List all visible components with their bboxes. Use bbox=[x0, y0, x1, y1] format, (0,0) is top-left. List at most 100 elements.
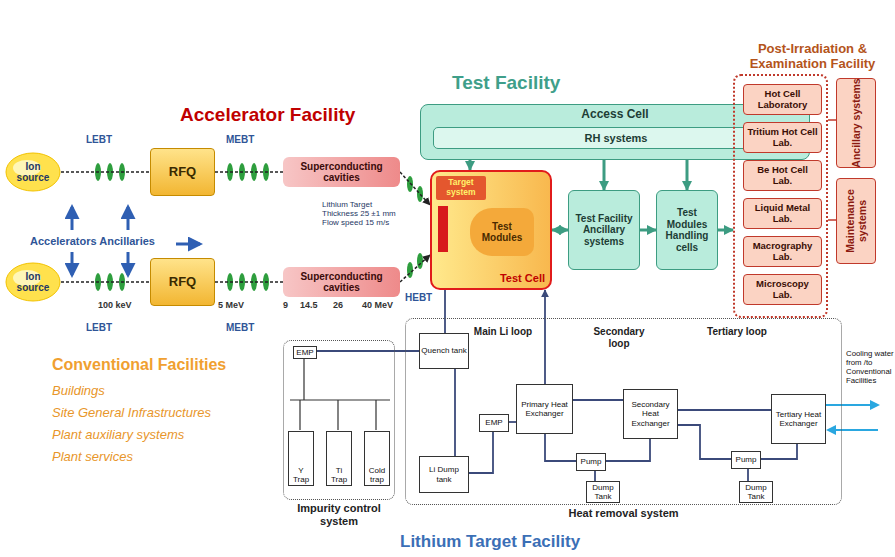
target-box: Target system bbox=[436, 176, 486, 200]
component-box: Primary Heat Exchanger bbox=[516, 384, 573, 434]
section-label: LEBT bbox=[86, 322, 112, 334]
node-label: Test Facility Ancillary systems bbox=[572, 213, 636, 248]
system-box: Maintenance systems bbox=[836, 178, 876, 264]
node-label: RFQ bbox=[169, 275, 196, 290]
ion-source: Ion source bbox=[5, 152, 61, 192]
cooling-note: Cooling water from /to Conventional Faci… bbox=[846, 350, 894, 386]
facility-heading: Conventional Facilities bbox=[52, 356, 226, 374]
node-label: Quench tank bbox=[421, 346, 466, 355]
component-box: Pump bbox=[731, 451, 761, 469]
trap-box: Y Trap bbox=[288, 431, 314, 486]
node-label: Macrography Lab. bbox=[747, 241, 818, 263]
facility-item: Buildings bbox=[52, 384, 105, 399]
lab-box: Microscopy Lab. bbox=[743, 274, 822, 305]
facility-item: Site General Infrastructures bbox=[52, 406, 211, 421]
target-note: Lithium Target Thickness 25 ±1 mm Flow s… bbox=[322, 200, 408, 228]
section-label: LEBT bbox=[86, 134, 112, 146]
trap-box: Ti Trap bbox=[326, 431, 352, 486]
node-label: Superconducting cavities bbox=[286, 161, 397, 184]
connector bbox=[552, 229, 568, 232]
connector bbox=[828, 119, 836, 121]
node-label: Maintenance systems bbox=[844, 178, 868, 264]
node-label: Cold trap bbox=[366, 466, 388, 484]
connector bbox=[678, 425, 731, 459]
node-label: Pump bbox=[581, 457, 602, 466]
cavity-box: Superconducting cavities bbox=[283, 267, 400, 297]
connector bbox=[215, 171, 283, 173]
cavity-box: Superconducting cavities bbox=[283, 157, 400, 187]
node-label: Pump bbox=[736, 455, 757, 464]
node-label: Superconducting cavities bbox=[286, 271, 397, 294]
facility-heading: Lithium Target Facility bbox=[400, 532, 580, 552]
connector bbox=[400, 255, 430, 282]
pipe bbox=[826, 404, 878, 406]
energy-label: 14.5 bbox=[300, 300, 318, 310]
loop-label: Tertiary loop bbox=[706, 326, 768, 338]
arrow bbox=[127, 207, 130, 230]
node-label: Test Cell bbox=[500, 272, 545, 285]
node-label: Access Cell bbox=[421, 108, 809, 122]
node-label: EMP bbox=[485, 418, 502, 427]
connector bbox=[215, 281, 283, 283]
loop-label: Main Li loop bbox=[472, 326, 534, 338]
connector bbox=[317, 350, 419, 352]
connector bbox=[606, 439, 650, 461]
connector bbox=[718, 229, 733, 232]
node-label: Ion source bbox=[8, 161, 58, 184]
arrow bbox=[71, 207, 74, 230]
node-label: Post-Irradiation & Examination Facility bbox=[745, 42, 880, 72]
node-label: Dump Tank bbox=[741, 483, 771, 501]
facility-item: Plant services bbox=[52, 450, 133, 465]
section-label: MEBT bbox=[226, 322, 254, 334]
energy-label: 26 bbox=[333, 300, 343, 310]
component-box: Secondary Heat Exchanger bbox=[623, 389, 678, 439]
connector bbox=[761, 444, 797, 459]
connector bbox=[594, 471, 596, 481]
component-box: Li Dump tank bbox=[419, 456, 469, 493]
arrow bbox=[176, 243, 200, 246]
facility-item: Plant auxiliary systems bbox=[52, 428, 184, 443]
arrow bbox=[71, 252, 74, 275]
lab-box: Macrography Lab. bbox=[743, 236, 822, 267]
lab-box: Hot Cell Laboratory bbox=[743, 84, 822, 115]
system-box: Ancillary systems bbox=[836, 78, 876, 168]
facility-box: Test Facility Ancillary systems bbox=[568, 190, 640, 270]
arrow bbox=[127, 252, 130, 275]
node-label: Ti Trap bbox=[328, 466, 350, 484]
section-label: MEBT bbox=[226, 134, 254, 146]
rfq-box: RFQ bbox=[150, 148, 215, 196]
energy-label: 9 bbox=[283, 300, 288, 310]
pipe bbox=[290, 358, 390, 430]
node-label: Ion source bbox=[8, 271, 58, 294]
ion-source-shape bbox=[6, 153, 60, 191]
trap-box: Cold trap bbox=[364, 431, 390, 486]
facility-heading: Test Facility bbox=[452, 72, 560, 94]
rfq-box: RFQ bbox=[150, 258, 215, 306]
node-label: Be Hot Cell Lab. bbox=[747, 165, 818, 187]
node-label: Liquid Metal Lab. bbox=[747, 203, 818, 225]
connector bbox=[400, 172, 430, 205]
section-label: HEBT bbox=[405, 292, 432, 304]
lab-box: Be Hot Cell Lab. bbox=[743, 160, 822, 191]
node-label: Ancillary systems bbox=[850, 78, 862, 168]
facility-box: Test Modules Handling cells bbox=[656, 190, 718, 270]
connector bbox=[61, 171, 150, 173]
ion-source-shape bbox=[6, 263, 60, 301]
facility-group: Post-Irradiation & Examination FacilityH… bbox=[733, 74, 828, 318]
component-box: EMP bbox=[479, 414, 509, 432]
connector bbox=[544, 290, 546, 384]
pipe bbox=[828, 429, 878, 431]
component-box: Dump Tank bbox=[586, 481, 620, 503]
loop-label: Secondary loop bbox=[588, 326, 650, 349]
node-label: Heat removal system bbox=[406, 507, 841, 520]
node-label: Microscopy Lab. bbox=[747, 279, 818, 301]
ion-source: Ion source bbox=[5, 262, 61, 302]
lithium-target bbox=[438, 206, 448, 252]
node-label: Y Trap bbox=[290, 466, 312, 484]
connector bbox=[61, 281, 150, 283]
module-box: Test Modules bbox=[470, 208, 534, 256]
connector bbox=[678, 409, 771, 411]
node-label: Test Modules Handling cells bbox=[660, 207, 714, 253]
node-label: Target system bbox=[438, 178, 484, 198]
component-box: Pump bbox=[576, 453, 606, 471]
